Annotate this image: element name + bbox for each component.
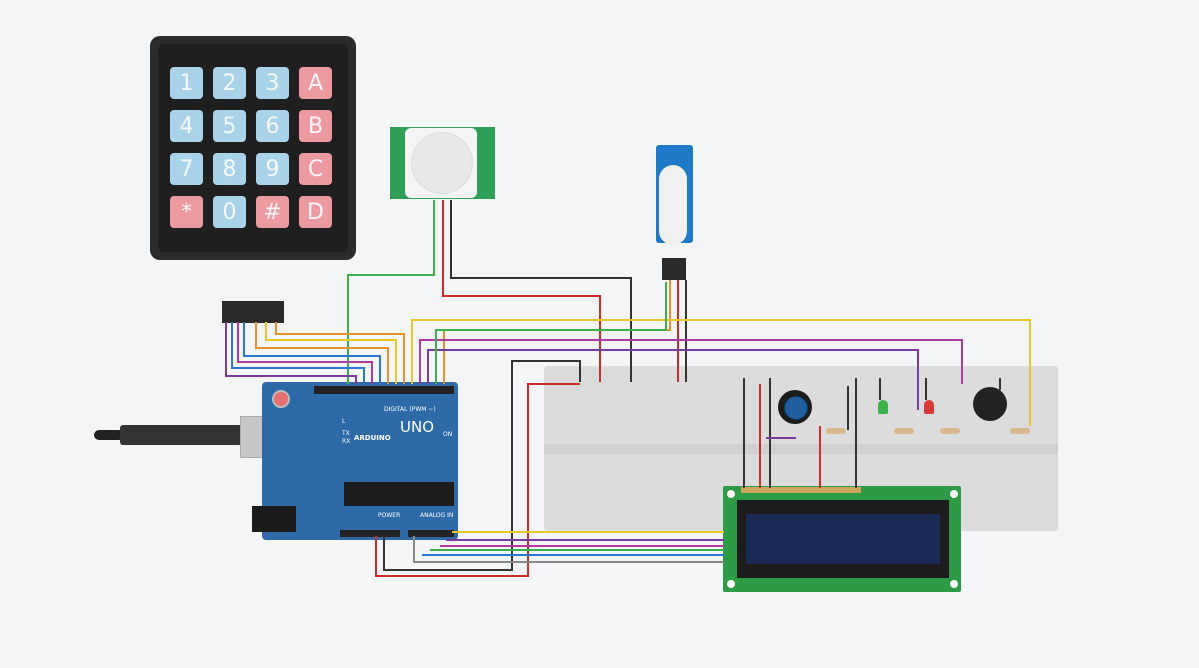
lcd-mount-hole <box>727 490 735 498</box>
lcd-mount-hole <box>950 490 958 498</box>
keypad-key[interactable]: * <box>170 196 203 228</box>
keypad-key[interactable]: B <box>299 110 332 142</box>
green-led[interactable] <box>878 400 888 414</box>
keypad-key[interactable]: D <box>299 196 332 228</box>
rx-label: RX <box>342 438 351 445</box>
resistor-4[interactable] <box>1010 428 1030 434</box>
wire-kp-2 <box>231 322 365 384</box>
usb-cable <box>120 425 242 445</box>
piezo-buzzer[interactable] <box>973 387 1007 421</box>
resistor-2[interactable] <box>894 428 914 434</box>
pir-lens <box>411 132 473 194</box>
keypad-key[interactable]: 5 <box>213 110 246 142</box>
servo-connector <box>662 258 686 280</box>
keypad-key[interactable]: 7 <box>170 153 203 185</box>
wire-pir-vcc <box>442 200 601 382</box>
red-led[interactable] <box>924 400 934 414</box>
usb-cable-tip <box>94 430 124 440</box>
wire-kp-4 <box>243 322 381 384</box>
digital-header <box>314 386 454 394</box>
lcd-screen <box>746 514 940 564</box>
breadboard-groove <box>544 444 1058 454</box>
keypad-connector <box>222 301 284 323</box>
potentiometer-knob[interactable] <box>784 396 808 420</box>
wire-pir-gnd <box>450 200 632 382</box>
wire-lcd-gray <box>413 536 724 563</box>
atmega-chip <box>344 482 454 506</box>
keypad-key[interactable]: C <box>299 153 332 185</box>
keypad-key[interactable]: A <box>299 67 332 99</box>
wire-kp-5 <box>255 322 389 384</box>
wire-kp-7 <box>275 322 405 384</box>
digital-label: DIGITAL (PWM ~) <box>384 406 436 413</box>
power-label: POWER <box>378 512 401 519</box>
wire-kp-3 <box>237 322 373 384</box>
uno-label: UNO <box>400 418 435 436</box>
keypad-key[interactable]: # <box>256 196 289 228</box>
resistor-3[interactable] <box>940 428 960 434</box>
analog-label: ANALOG IN <box>420 512 454 519</box>
wire-kp-6 <box>265 322 397 384</box>
resistor-1[interactable] <box>826 428 846 434</box>
l-label: L <box>342 418 346 425</box>
keypad-key[interactable]: 1 <box>170 67 203 99</box>
tx-label: TX <box>342 430 350 437</box>
keypad-key[interactable]: 0 <box>213 196 246 228</box>
wire-kp-1 <box>225 322 357 384</box>
lcd-pins <box>741 487 861 493</box>
keypad-key[interactable]: 9 <box>256 153 289 185</box>
keypad-key[interactable]: 2 <box>213 67 246 99</box>
lcd-mount-hole <box>727 580 735 588</box>
lcd-mount-hole <box>950 580 958 588</box>
dc-jack <box>252 506 296 532</box>
power-header <box>340 530 400 537</box>
on-label: ON <box>443 431 453 438</box>
keypad-key[interactable]: 3 <box>256 67 289 99</box>
keypad-key[interactable]: 6 <box>256 110 289 142</box>
arduino-brand: ARDUINO <box>354 434 391 442</box>
wire-pir-signal <box>347 200 435 384</box>
keypad-key[interactable]: 8 <box>213 153 246 185</box>
analog-header <box>408 530 454 537</box>
servo-horn <box>659 165 687 245</box>
keypad-key[interactable]: 4 <box>170 110 203 142</box>
reset-button[interactable] <box>272 390 290 408</box>
